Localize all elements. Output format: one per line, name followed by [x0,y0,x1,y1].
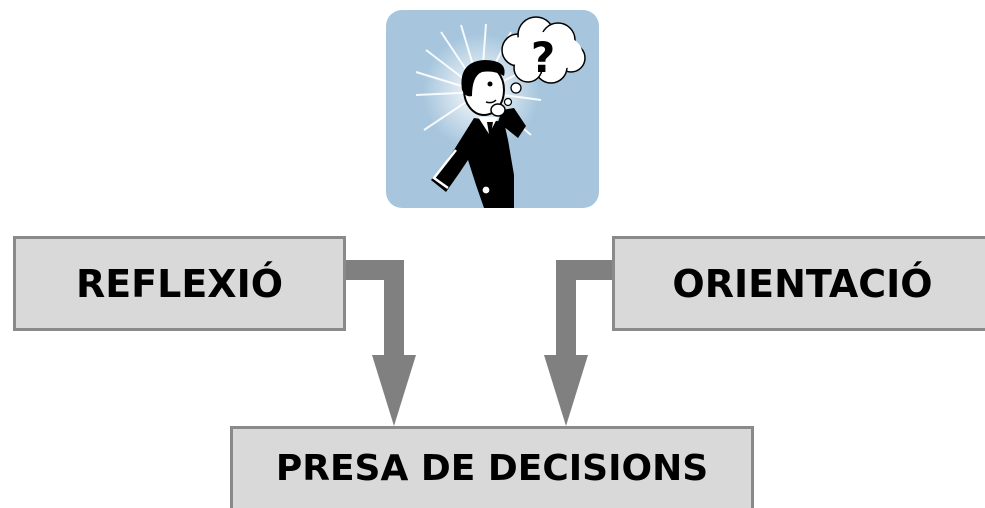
question-mark-icon: ? [531,33,555,82]
reflection-label: REFLEXIÓ [75,261,284,306]
arrow-reflection-to-decision [346,260,416,426]
thinking-person-illustration: ? [386,10,599,208]
orientation-label: ORIENTACIÓ [672,261,933,306]
arrow-orientation-to-decision [544,260,612,426]
reflection-box: REFLEXIÓ [13,236,346,331]
orientation-box: ORIENTACIÓ [612,236,985,331]
decision-label: PRESA DE DECISIONS [275,448,709,489]
decision-box: PRESA DE DECISIONS [230,426,754,508]
